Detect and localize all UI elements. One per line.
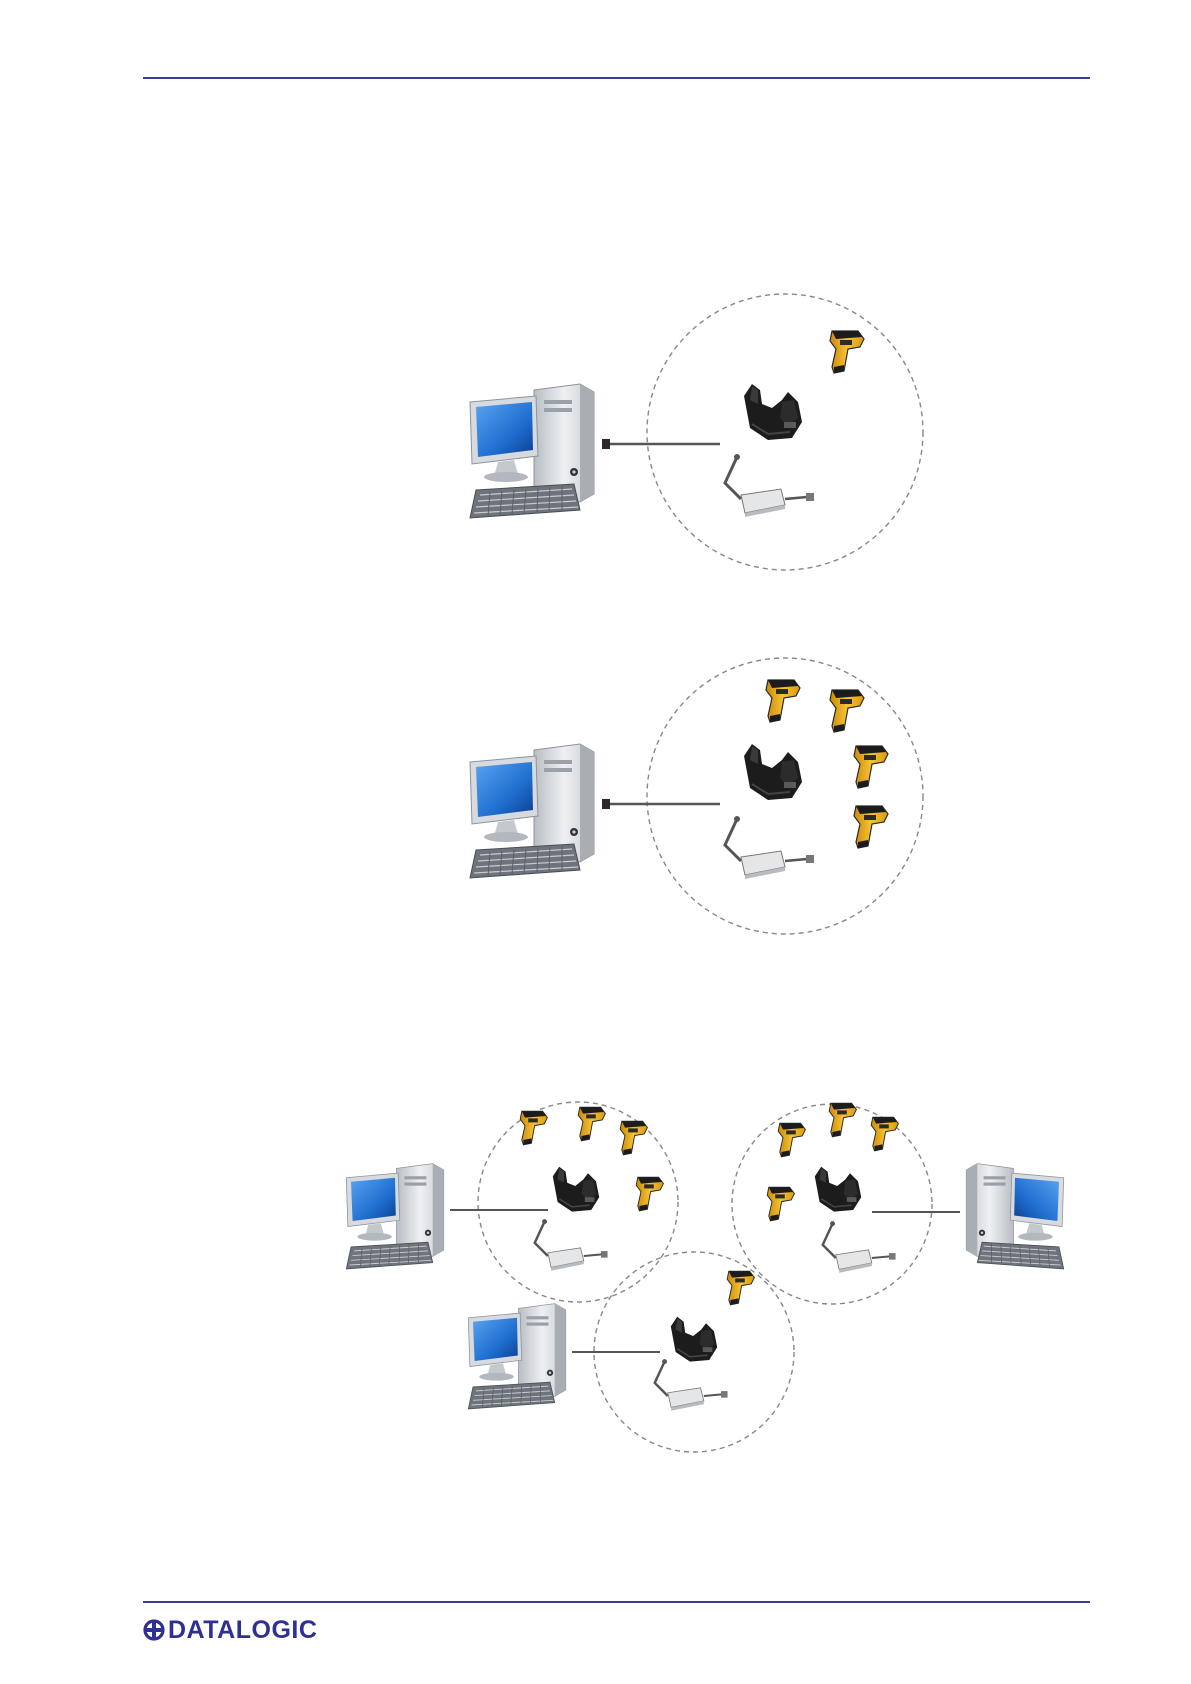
scanner (636, 1177, 663, 1211)
cradle (815, 1167, 861, 1212)
power-supply (535, 1219, 608, 1271)
datalogic-logo-mark-icon (143, 1619, 165, 1641)
scanner (830, 331, 864, 373)
cradle (744, 384, 802, 440)
scanner (871, 1117, 898, 1151)
scanner (830, 690, 864, 732)
host-computer (468, 1304, 565, 1409)
datalogic-logo: DATALOGIC (143, 1619, 317, 1641)
scanner (520, 1111, 547, 1145)
host-computer (346, 1164, 443, 1269)
power-supply (725, 816, 814, 879)
host-computer (966, 1164, 1063, 1269)
diagram-single-cradle-single-scanner (0, 280, 1191, 600)
host-computer (470, 744, 594, 878)
power-supply (725, 454, 814, 517)
host-computer (470, 384, 594, 518)
brand-name: DATALOGIC (168, 1619, 317, 1641)
scanner (620, 1121, 647, 1155)
cradle (671, 1317, 717, 1362)
scanner (578, 1107, 605, 1141)
scanner (829, 1103, 856, 1137)
scanner (854, 746, 888, 788)
power-supply (655, 1359, 728, 1411)
scanner (778, 1123, 805, 1157)
scanner (767, 1187, 794, 1221)
scanner (766, 680, 800, 722)
diagram-multiple-cradles-multiple-scanners (0, 1090, 1191, 1470)
scanner (854, 806, 888, 848)
footer-rule (143, 1601, 1090, 1603)
scanner (727, 1271, 754, 1305)
cradle (744, 744, 802, 800)
header-rule (143, 77, 1090, 79)
cradle (553, 1167, 599, 1212)
diagram-single-cradle-multiple-scanners (0, 650, 1191, 950)
power-supply (823, 1221, 896, 1273)
